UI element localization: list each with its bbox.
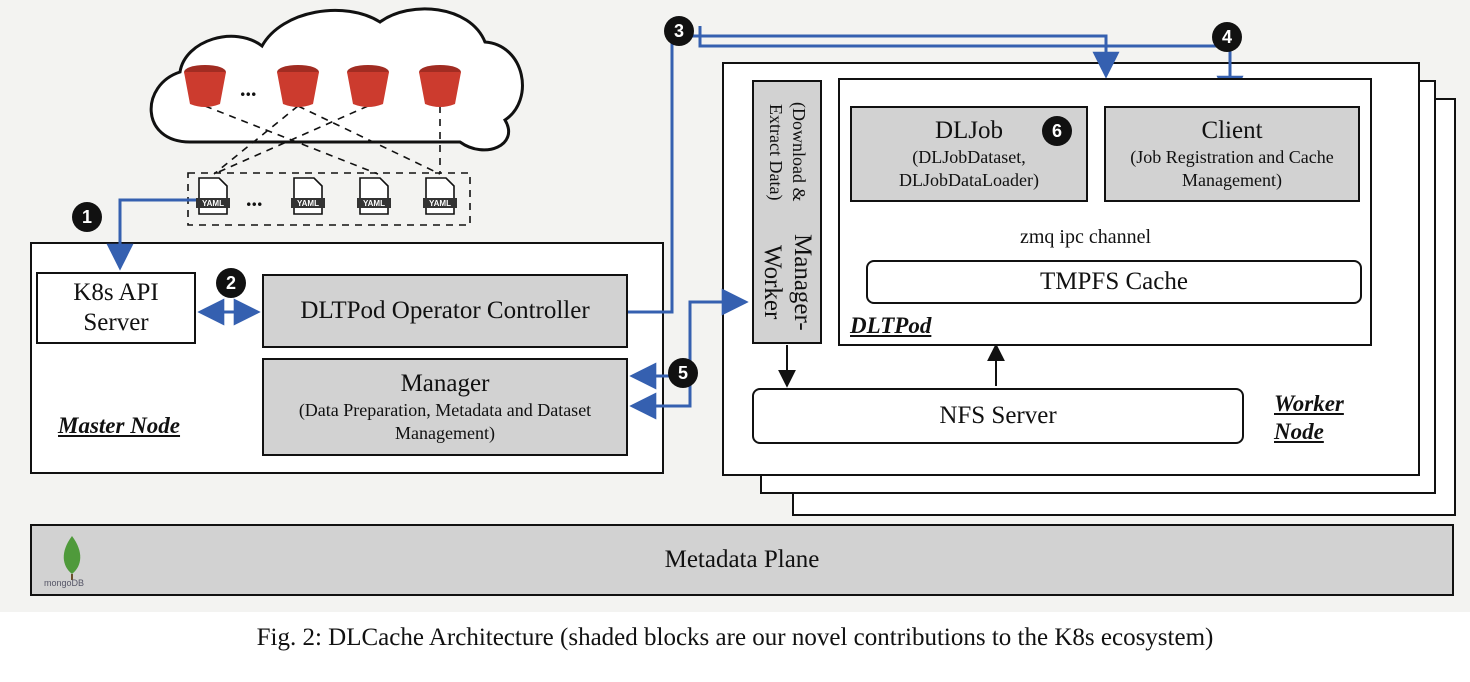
worker-node-label: Worker Node — [1274, 391, 1344, 444]
step-badge-5: 5 — [668, 358, 698, 388]
bucket-icon-4 — [419, 65, 461, 107]
yaml-file-icon-4 — [423, 177, 457, 215]
zmq-ipc-channel-label: zmq ipc channel — [1020, 226, 1152, 248]
cloud-ellipsis: ... — [240, 76, 257, 101]
metadata-plane: Metadata Plane — [30, 524, 1454, 596]
yaml-file-label-4: YAML — [429, 199, 451, 208]
diagram-wires — [63, 7, 1300, 580]
manager-title: Manager — [400, 370, 490, 397]
step-badge-3: 3 — [664, 16, 694, 46]
metadata-plane-title: Metadata Plane — [664, 546, 820, 573]
mongodb-logo-text: mongoDB — [44, 578, 85, 588]
dltpod-label: DLTPod — [850, 313, 932, 338]
figure-caption: Fig. 2: DLCache Architecture (shaded blo… — [256, 624, 1214, 651]
tmpfs-cache: TMPFS Cache — [866, 260, 1362, 304]
manager-worker: Manager-Worker (Download & Extract Data) — [752, 80, 822, 344]
mongodb-logo-icon — [63, 536, 81, 580]
yaml-ellipsis: ... — [246, 186, 263, 211]
nfs-server-label: NFS Server — [939, 402, 1057, 429]
client-title: Client — [1201, 117, 1263, 144]
flow-5-arrow-a — [629, 288, 749, 390]
yaml-file-icon-2 — [291, 177, 325, 215]
step-badge-1: 1 — [72, 202, 102, 232]
manager-worker-title: Manager-Worker — [759, 233, 816, 331]
manager-subtitle: (Data Preparation, Metadata and Dataset … — [298, 400, 592, 443]
yaml-file-icon-1 — [196, 177, 230, 215]
tmpfs-cache-label: TMPFS Cache — [1040, 268, 1188, 295]
client-subtitle: (Job Registration and Cache Management) — [1130, 147, 1334, 190]
flow-1-arrow — [106, 198, 196, 271]
k8s-api-server: K8s API Server — [36, 272, 196, 344]
cloud-yaml-links — [204, 105, 441, 175]
flow-4-arrow — [698, 26, 1244, 103]
yaml-file-label-3: YAML — [363, 199, 385, 208]
step-badge-4: 4 — [1212, 22, 1242, 52]
master-node-label: Master Node — [58, 413, 181, 438]
step-badge-6: 6 — [1042, 116, 1072, 146]
manager: Manager (Data Preparation, Metadata and … — [262, 358, 628, 456]
bucket-icon-2 — [277, 65, 319, 107]
nfs-server: NFS Server — [752, 388, 1244, 444]
step-badge-2: 2 — [216, 268, 246, 298]
operator-controller-label: DLTPod Operator Controller — [300, 297, 590, 324]
client: Client (Job Registration and Cache Manag… — [1104, 106, 1360, 202]
bucket-icon-1 — [184, 65, 226, 107]
cloud-icon — [149, 7, 524, 152]
yaml-file-icon-3 — [357, 177, 391, 215]
manager-worker-subtitle: (Download & Extract Data) — [766, 102, 809, 202]
k8s-api-server-label: K8s API Server — [73, 279, 159, 336]
dljob-title: DLJob — [934, 117, 1004, 144]
dljob-subtitle: (DLJobDataset, DLJobDataLoader) — [899, 147, 1039, 190]
yaml-file-label-1: YAML — [202, 199, 224, 208]
bucket-icon-3 — [347, 65, 389, 107]
yaml-file-label-2: YAML — [297, 199, 319, 208]
dltpod-operator-controller: DLTPod Operator Controller — [262, 274, 628, 348]
